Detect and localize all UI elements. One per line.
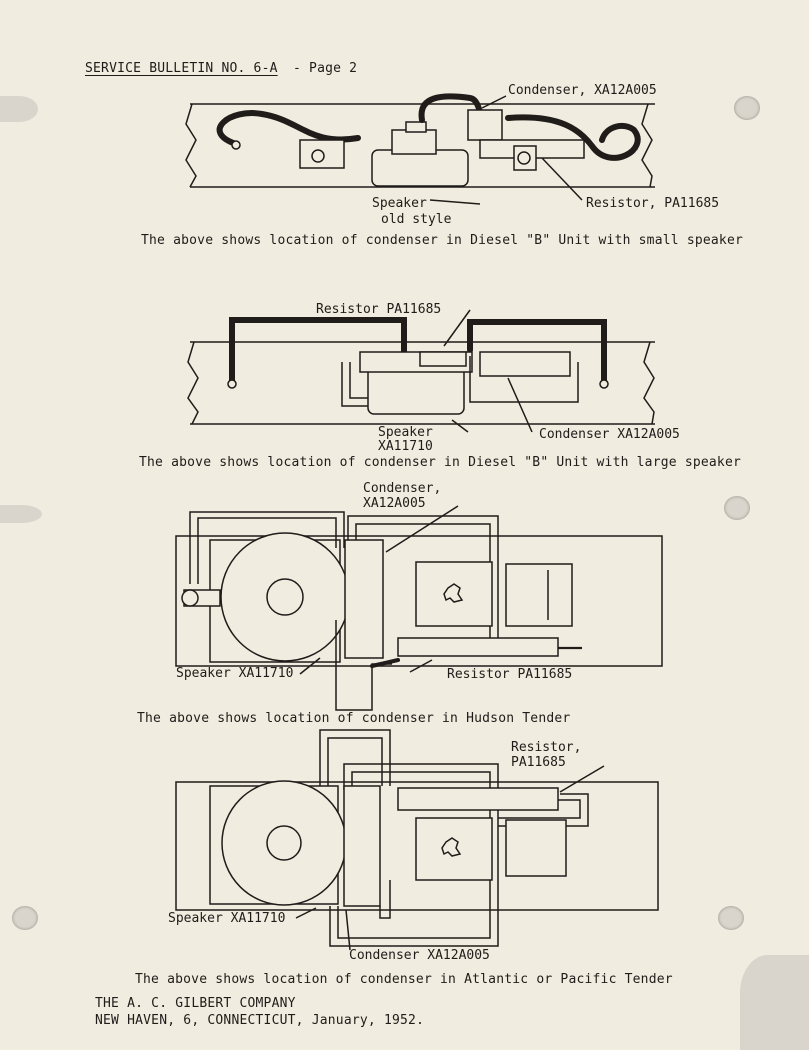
condenser <box>479 351 571 377</box>
fig4-resistor-label-line1: Resistor, <box>511 740 582 755</box>
fig1-condenser-label: Condenser, XA12A005 <box>508 83 657 98</box>
company-name: THE A. C. GILBERT COMPANY <box>95 996 296 1011</box>
fig3-condenser-label-line2: XA12A005 <box>363 496 426 511</box>
resistor <box>419 351 467 367</box>
fig1-caption: The above shows location of condenser in… <box>141 233 743 248</box>
torn-edge-left-top <box>0 96 38 122</box>
torn-corner-bottom-right <box>740 955 809 1050</box>
punch-hole-right-bottom <box>718 906 744 930</box>
condenser <box>343 785 381 907</box>
punch-hole-left-bottom <box>12 906 38 930</box>
diagram-diesel-b-large-speaker <box>187 309 655 433</box>
fig2-speaker-label-line2: XA11710 <box>378 439 433 454</box>
punch-hole-right-mid <box>724 496 750 520</box>
speaker-xa11710 <box>221 780 347 906</box>
bulletin-number: SERVICE BULLETIN NO. 6-A <box>85 61 278 76</box>
resistor <box>397 787 559 811</box>
fig4-condenser-label: Condenser XA12A005 <box>349 948 490 963</box>
fig1-speaker-label-line2: old style <box>381 212 452 227</box>
fig1-resistor-label: Resistor, PA11685 <box>586 196 720 211</box>
fig2-speaker-label-line1: Speaker <box>378 425 433 440</box>
condenser <box>344 539 384 659</box>
company-address-date: NEW HAVEN, 6, CONNECTICUT, January, 1952… <box>95 1013 425 1028</box>
fig2-resistor-label: Resistor PA11685 <box>316 302 442 317</box>
page-number: - Page 2 <box>293 61 358 76</box>
condenser <box>467 109 503 141</box>
diagram-hudson-tender <box>175 505 663 711</box>
diagram-diesel-b-small-speaker <box>185 93 655 205</box>
fig4-speaker-label: Speaker XA11710 <box>168 911 286 926</box>
punch-hole-right-top <box>734 96 760 120</box>
fig3-caption: The above shows location of condenser in… <box>137 711 571 726</box>
fig2-caption: The above shows location of condenser in… <box>139 455 741 470</box>
torn-edge-left-mid <box>0 505 42 523</box>
fig3-speaker-label: Speaker XA11710 <box>176 666 294 681</box>
terminal-block <box>299 139 345 169</box>
fig3-resistor-label: Resistor PA11685 <box>447 667 573 682</box>
fig4-caption: The above shows location of condenser in… <box>135 972 673 987</box>
diagram-atlantic-pacific-tender <box>175 729 659 951</box>
fig4-resistor-label-line2: PA11685 <box>511 755 566 770</box>
fig3-condenser-label-line1: Condenser, <box>363 481 442 496</box>
fig1-speaker-label-line1: Speaker <box>372 196 427 211</box>
fig2-condenser-label: Condenser XA12A005 <box>539 427 680 442</box>
